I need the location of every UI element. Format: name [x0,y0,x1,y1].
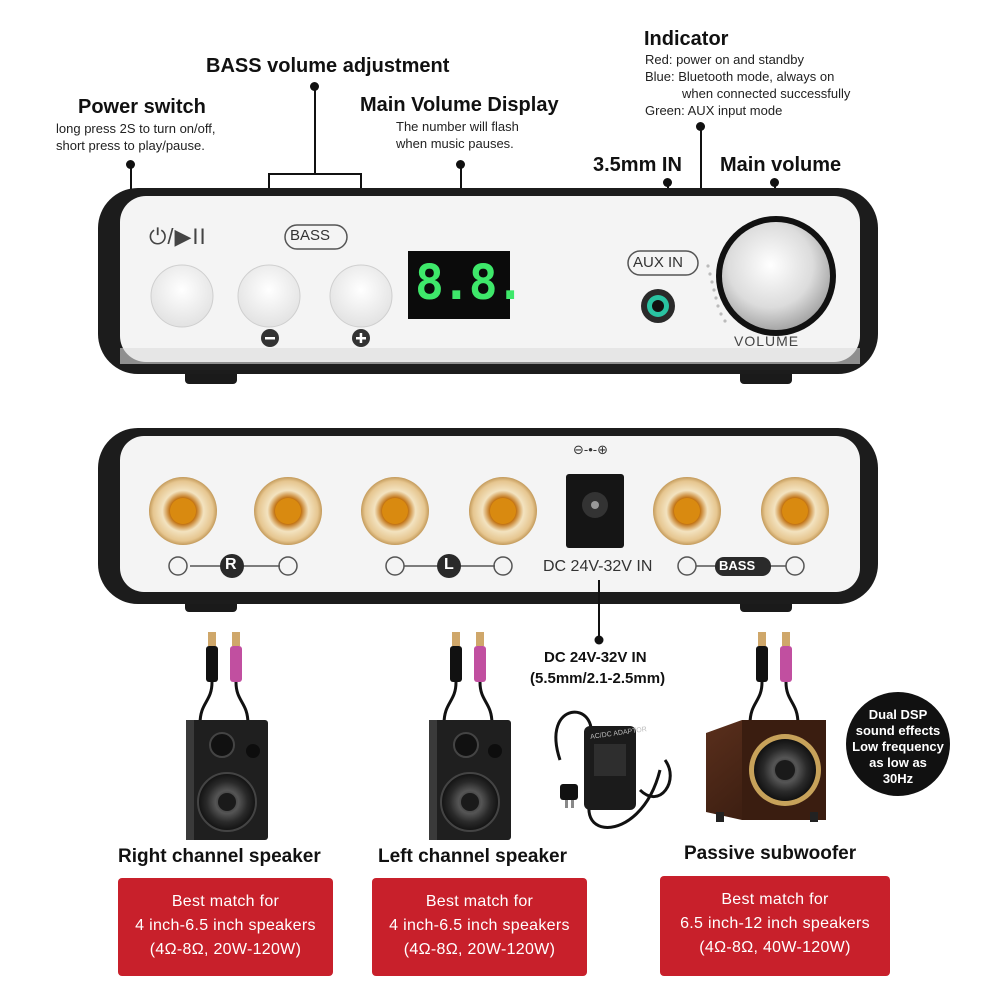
dc-in-title: DC 24V-32V IN [544,649,647,666]
indicator-desc: Red: power on and standby Blue: Bluetoot… [645,51,850,119]
power-adapter-image [554,710,672,829]
indicator-desc-line-1: Red: power on and standby [645,52,804,67]
main-display-title: Main Volume Display [360,94,559,116]
main-display-desc-line-1: The number will flash [396,119,519,134]
right-speaker-match-box: Best match for 4 inch-6.5 inch speakers … [118,878,333,976]
dc-in-spec: (5.5mm/2.1-2.5mm) [530,670,666,687]
dsp-badge: Dual DSP sound effects Low frequency as … [846,692,950,796]
bass-leader-bar [268,173,362,175]
bass-minus-button [237,264,301,328]
banana-plugs [198,632,800,725]
badge-line-3: Low frequency [852,739,944,754]
main-display-desc: The number will flash when music pauses. [396,118,519,152]
main-volume-title: Main volume [720,154,842,176]
bass-leader-stem [314,86,316,174]
aux-in-title: 3.5mm IN [593,154,682,176]
left-match-line-3: (4Ω-8Ω, 20W-120W) [403,941,556,958]
power-switch-title: Power switch [78,96,206,118]
bass-plus-button-hotspot[interactable] [330,265,392,327]
rear-r-label: R [225,556,237,573]
volume-display-digits: 8.8. [415,255,525,311]
rear-l-label: L [444,556,454,573]
subwoofer-image [706,720,826,822]
sub-match-line-3: (4Ω-8Ω, 40W-120W) [699,939,851,956]
bass-front-label: BASS [290,227,331,244]
indicator-title: Indicator [644,28,729,50]
indicator-desc-line-2: Blue: Bluetooth mode, always on [645,69,835,84]
left-match-line-2: 4 inch-6.5 inch speakers [389,917,570,934]
front-panel [98,188,878,384]
right-match-line-1: Best match for [171,893,280,910]
power-switch-desc: long press 2S to turn on/off, short pres… [56,120,215,154]
volume-knob-hotspot[interactable] [722,222,830,330]
power-switch-desc-line-2: short press to play/pause. [56,138,205,153]
left-speaker-caption: Left channel speaker [378,846,568,867]
rear-bass-label: BASS [719,558,756,573]
power-switch-desc-line-1: long press 2S to turn on/off, [56,121,216,136]
rear-panel [98,428,878,612]
bass-plus-button [329,264,393,328]
subwoofer-caption: Passive subwoofer [684,843,857,864]
left-speaker-match-box: Best match for 4 inch-6.5 inch speakers … [372,878,587,976]
right-match-line-3: (4Ω-8Ω, 20W-120W) [149,941,302,958]
right-speaker-image [186,720,268,840]
left-speaker-image [429,720,511,840]
power-leader-dot [126,160,135,169]
polarity-symbol: ⊖-•-⊕ [573,442,608,457]
binding-posts [149,477,829,545]
sub-match-line-1: Best match for [721,891,829,908]
power-button [150,264,214,328]
power-button-hotspot[interactable] [151,265,213,327]
display-leader-dot [456,160,465,169]
rear-dc-label: DC 24V-32V IN [543,558,653,575]
badge-line-5: 30Hz [882,771,914,786]
right-speaker-caption: Right channel speaker [118,846,321,867]
bass-adjust-title: BASS volume adjustment [206,55,450,77]
sub-match-line-2: 6.5 inch-12 inch speakers [680,915,870,932]
bass-minus-button-hotspot[interactable] [238,265,300,327]
volume-knob [722,222,830,330]
volume-display [408,251,510,319]
main-display-desc-line-2: when music pauses. [396,136,514,151]
left-match-line-1: Best match for [425,893,534,910]
indicator-desc-line-3: when connected successfully [682,86,851,101]
badge-line-4: as low as [869,755,927,770]
aux-in-label: AUX IN [633,254,684,271]
volume-label: VOLUME [734,333,800,349]
indicator-desc-line-4: Green: AUX input mode [645,103,783,118]
power-play-symbol: ⏻/▶II [149,224,207,249]
subwoofer-match-box: Best match for 6.5 inch-12 inch speakers… [660,876,890,976]
right-match-line-2: 4 inch-6.5 inch speakers [135,917,316,934]
badge-line-1: Dual DSP [868,707,928,722]
badge-line-2: sound effects [855,723,941,738]
